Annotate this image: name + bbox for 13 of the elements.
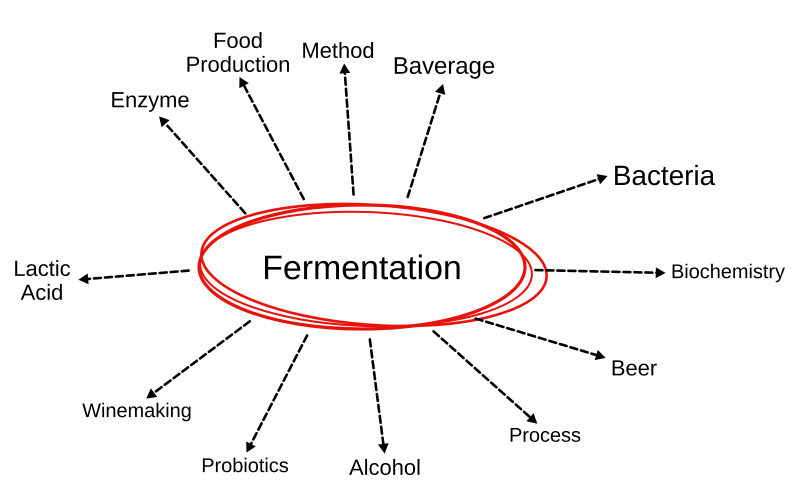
topic-label: Method: [303, 42, 374, 58]
topic-label: Probiotics: [202, 458, 288, 472]
topic-label: Beer: [612, 360, 657, 376]
topic-label: Lactic Acid: [15, 260, 70, 300]
topic-label: Alcohol: [349, 458, 420, 476]
topic-label: Enzyme: [112, 92, 189, 112]
topic-label: Bacteria: [615, 164, 716, 186]
topic-label: Process: [510, 428, 580, 442]
topic-label: Baverage: [394, 57, 494, 79]
topic-label: Food Production: [187, 32, 289, 72]
topic-label: Winemaking: [82, 402, 191, 422]
circled-label: Fermentation: [197, 202, 548, 331]
topic-label: Biochemistry: [672, 264, 785, 282]
